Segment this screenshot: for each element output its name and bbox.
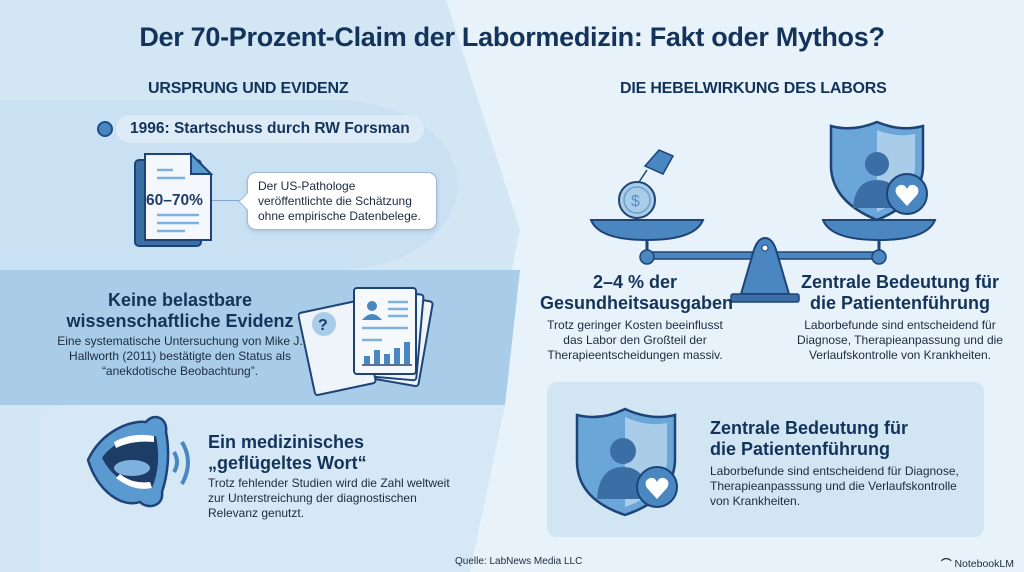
brand-label: ⌒ NotebookLM: [941, 556, 1014, 571]
balance-scale-icon: $: [589, 120, 937, 303]
evidence-block: Keine belastbare wissenschaftliche Evide…: [55, 290, 305, 379]
section-heading-origin: URSPRUNG UND EVIDENZ: [148, 80, 349, 97]
card-text: Zentrale Bedeutung für die Patientenführ…: [710, 418, 970, 509]
cost-title-line2: Gesundheitsausgaben: [540, 293, 734, 313]
brand-text: NotebookLM: [954, 558, 1014, 570]
cost-title-line1: 2–4 % der: [592, 272, 678, 292]
importance-body: Laborbefunde sind entscheidend für Diagn…: [797, 318, 1003, 362]
importance-title-line1: Zentrale Bedeutung für: [800, 272, 999, 292]
card-body: Laborbefunde sind entscheidend für Diagn…: [710, 464, 959, 508]
timeline-dot-icon: [97, 121, 113, 137]
card-title-line1: Zentrale Bedeutung für: [710, 418, 909, 438]
timeline-label: 1996: Startschuss durch RW Forsman: [116, 115, 424, 143]
importance-block: Zentrale Bedeutung für die Patientenführ…: [795, 272, 1005, 363]
shield-patient-icon: [575, 407, 678, 517]
saying-block: Ein medizinisches „geflügeltes Wort“ Tro…: [208, 432, 468, 521]
question-mark: ?: [318, 317, 328, 334]
callout-bubble: Der US-Pathologe veröffentlichte die Sch…: [247, 172, 437, 230]
document-value: 60–70%: [146, 192, 203, 209]
section-heading-leverage: DIE HEBELWIRKUNG DES LABORS: [620, 80, 887, 97]
evidence-title-line1: Keine belastbare: [107, 290, 253, 310]
saying-body: Trotz fehlender Studien wird die Zahl we…: [208, 476, 450, 520]
research-papers-icon: ?: [298, 287, 434, 396]
card-title-line2: die Patientenführung: [710, 439, 890, 459]
cost-block: 2–4 % der Gesundheitsausgaben Trotz geri…: [540, 272, 734, 363]
page-title: Der 70-Prozent-Claim der Labormedizin: F…: [139, 22, 885, 52]
notebooklm-logo-icon: ⌒: [941, 558, 952, 570]
source-label: Quelle: LabNews Media LLC: [455, 556, 583, 567]
connector-line: [212, 200, 248, 201]
speaking-mouth-icon: [86, 415, 190, 508]
saying-title-line1: Ein medizinisches: [208, 432, 365, 452]
evidence-body: Eine systematische Untersuchung von Mike…: [57, 334, 303, 378]
document-icon: [134, 152, 214, 247]
importance-title-line2: die Patientenführung: [810, 293, 990, 313]
coin-symbol: $: [631, 193, 640, 210]
saying-title-line2: „geflügeltes Wort“: [208, 453, 367, 473]
cost-body: Trotz geringer Kosten beeinflusst das La…: [547, 318, 723, 362]
evidence-title-line2: wissenschaftliche Evidenz: [66, 311, 294, 331]
